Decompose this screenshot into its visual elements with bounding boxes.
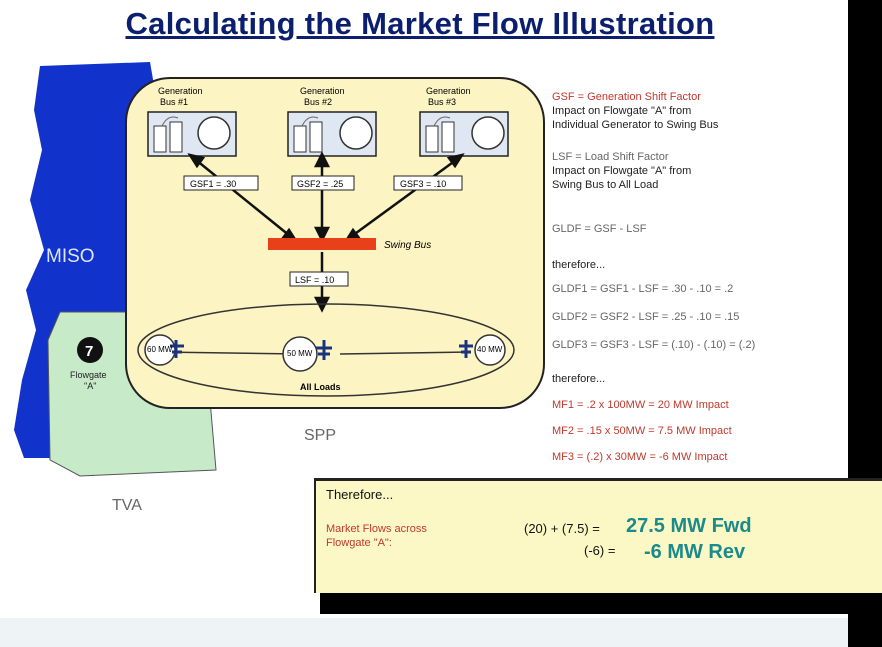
page-title: Calculating the Market Flow Illustration [125,6,715,41]
gsf-label-2: GSF2 = .25 [297,179,343,189]
mf-line-3: MF3 = (.2) x 30MW = -6 MW Impact [552,451,728,463]
generator-plant-icon [287,111,377,157]
generator-2-label-2: Bus #2 [304,97,332,107]
gsf-label-1: GSF1 = .30 [190,179,236,189]
mf-line-1: MF1 = .2 x 100MW = 20 MW Impact [552,399,729,411]
swing-bus [268,238,376,250]
gldf-definition: GLDF = GSF - LSF [552,223,647,235]
therefore-2: therefore... [552,373,606,385]
summary-label-2: Flowgate "A": [326,537,392,549]
generator-3-label-2: Bus #3 [428,97,456,107]
load-icon [282,336,332,372]
mf-line-2: MF2 = .15 x 50MW = 7.5 MW Impact [552,425,732,437]
generator-1-label-2: Bus #1 [160,97,188,107]
lsf-def-line-3: Swing Bus to All Load [552,179,659,191]
generator-2-label-1: Generation [300,86,345,96]
generator-1-label-1: Generation [158,86,203,96]
flowgate-label-2: "A" [84,381,96,391]
all-loads-label: All Loads [300,382,341,392]
bottom-band [0,618,848,647]
load-2-mw: 50 MW [287,349,313,358]
lsf-definition: LSF = Load Shift Factor Impact on Flowga… [552,150,691,192]
flowgate-marker-icon [77,337,103,363]
summary-result-2: -6 MW Rev [644,541,746,563]
swing-bus-label: Swing Bus [384,240,431,251]
flowgate-label-1: Flowgate [70,370,107,380]
gldf-line-3: GLDF3 = GSF3 - LSF = (.10) - (.10) = (.2… [552,339,756,351]
summary-box: Therefore... Market Flows across Flowgat… [314,478,882,593]
summary-label-1: Market Flows across [326,523,427,535]
gsf-def-line-1: GSF = Generation Shift Factor [552,91,701,103]
load-ellipse [137,303,515,397]
market-flow-diagram: MISO SPP TVA 7 Flowgate "A" Generation B… [14,62,545,514]
summary-heading: Therefore... [326,487,394,502]
gldf-line-1: GLDF1 = GSF1 - LSF = .30 - .10 = .2 [552,283,734,295]
generator-plant-icon [419,111,509,157]
therefore-1: therefore... [552,259,606,271]
tva-label: TVA [112,497,142,514]
summary-expr-1: (20) + (7.5) = [524,521,600,536]
summary-result-1: 27.5 MW Fwd [626,515,752,537]
spp-label: SPP [304,427,336,444]
flowgate-number: 7 [85,343,93,360]
load-icon [144,334,184,366]
gsf-def-line-2: Impact on Flowgate "A" from [552,105,692,117]
miso-label: MISO [46,246,95,267]
lsf-def-line-1: LSF = Load Shift Factor [552,151,669,163]
gldf-line-2: GLDF2 = GSF2 - LSF = .25 - .10 = .15 [552,311,740,323]
generator-plant-icon [147,111,237,157]
load-1-mw: 60 MW [147,345,173,354]
summary-shadow [320,592,848,614]
load-icon [459,334,506,366]
lsf-def-line-2: Impact on Flowgate "A" from [552,165,692,177]
summary-expr-2: (-6) = [584,543,616,558]
gsf-label-3: GSF3 = .10 [400,179,446,189]
gsf-def-line-3: Individual Generator to Swing Bus [552,119,719,131]
generator-3-label-1: Generation [426,86,471,96]
lsf-label: LSF = .10 [295,275,334,285]
gsf-definition: GSF = Generation Shift Factor Impact on … [552,90,718,132]
load-3-mw: 40 MW [477,345,503,354]
